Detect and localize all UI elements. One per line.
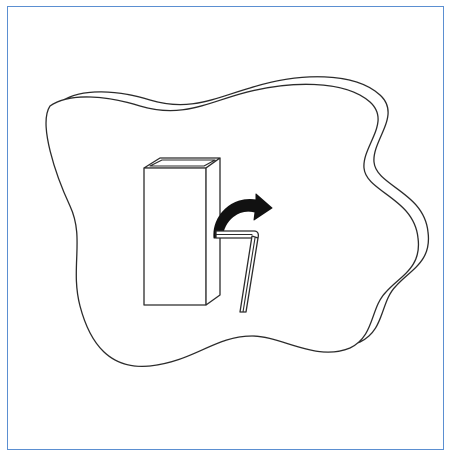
hex-key-icon [215, 230, 260, 313]
device-box-icon [143, 157, 221, 306]
rotate-arrow-icon [213, 193, 273, 239]
wall-surface-icon [45, 83, 420, 368]
